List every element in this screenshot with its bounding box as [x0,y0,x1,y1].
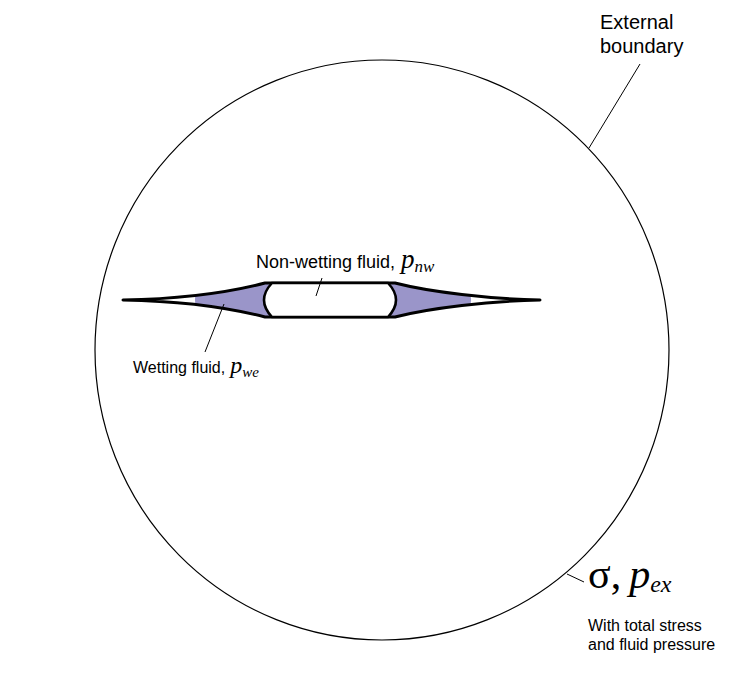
leader-line [567,574,584,582]
boundary-label: External boundary [600,11,683,57]
pressure-symbol: p [629,551,650,597]
non-wetting-bubble [264,283,396,317]
pressure-subscript: nw [415,257,435,276]
label-group: Wetting fluid, pwe [133,352,259,381]
label-group: External boundary [600,10,700,58]
leader-line [205,304,224,352]
fluid-label: Non-wetting fluid, [256,252,395,272]
pressure-symbol: p [230,352,242,378]
leader-line [316,278,322,296]
pressure-symbol: p [401,244,415,274]
label-group: Non-wetting fluid, pnw [256,244,434,277]
label-group: σ,pex [588,550,671,598]
external-boundary-circle [95,60,669,640]
leader-line [589,64,640,148]
pressure-subscript: ex [650,571,671,597]
stress-symbol: σ, [588,551,621,597]
pressure-subscript: we [242,364,259,380]
stress-note: With total stress and fluid pressure [588,617,715,653]
wetting-fluid-fill [195,280,471,320]
fluid-label: Wetting fluid, [133,359,225,376]
crack-outline [123,283,540,317]
label-group: With total stress and fluid pressure [588,616,728,654]
